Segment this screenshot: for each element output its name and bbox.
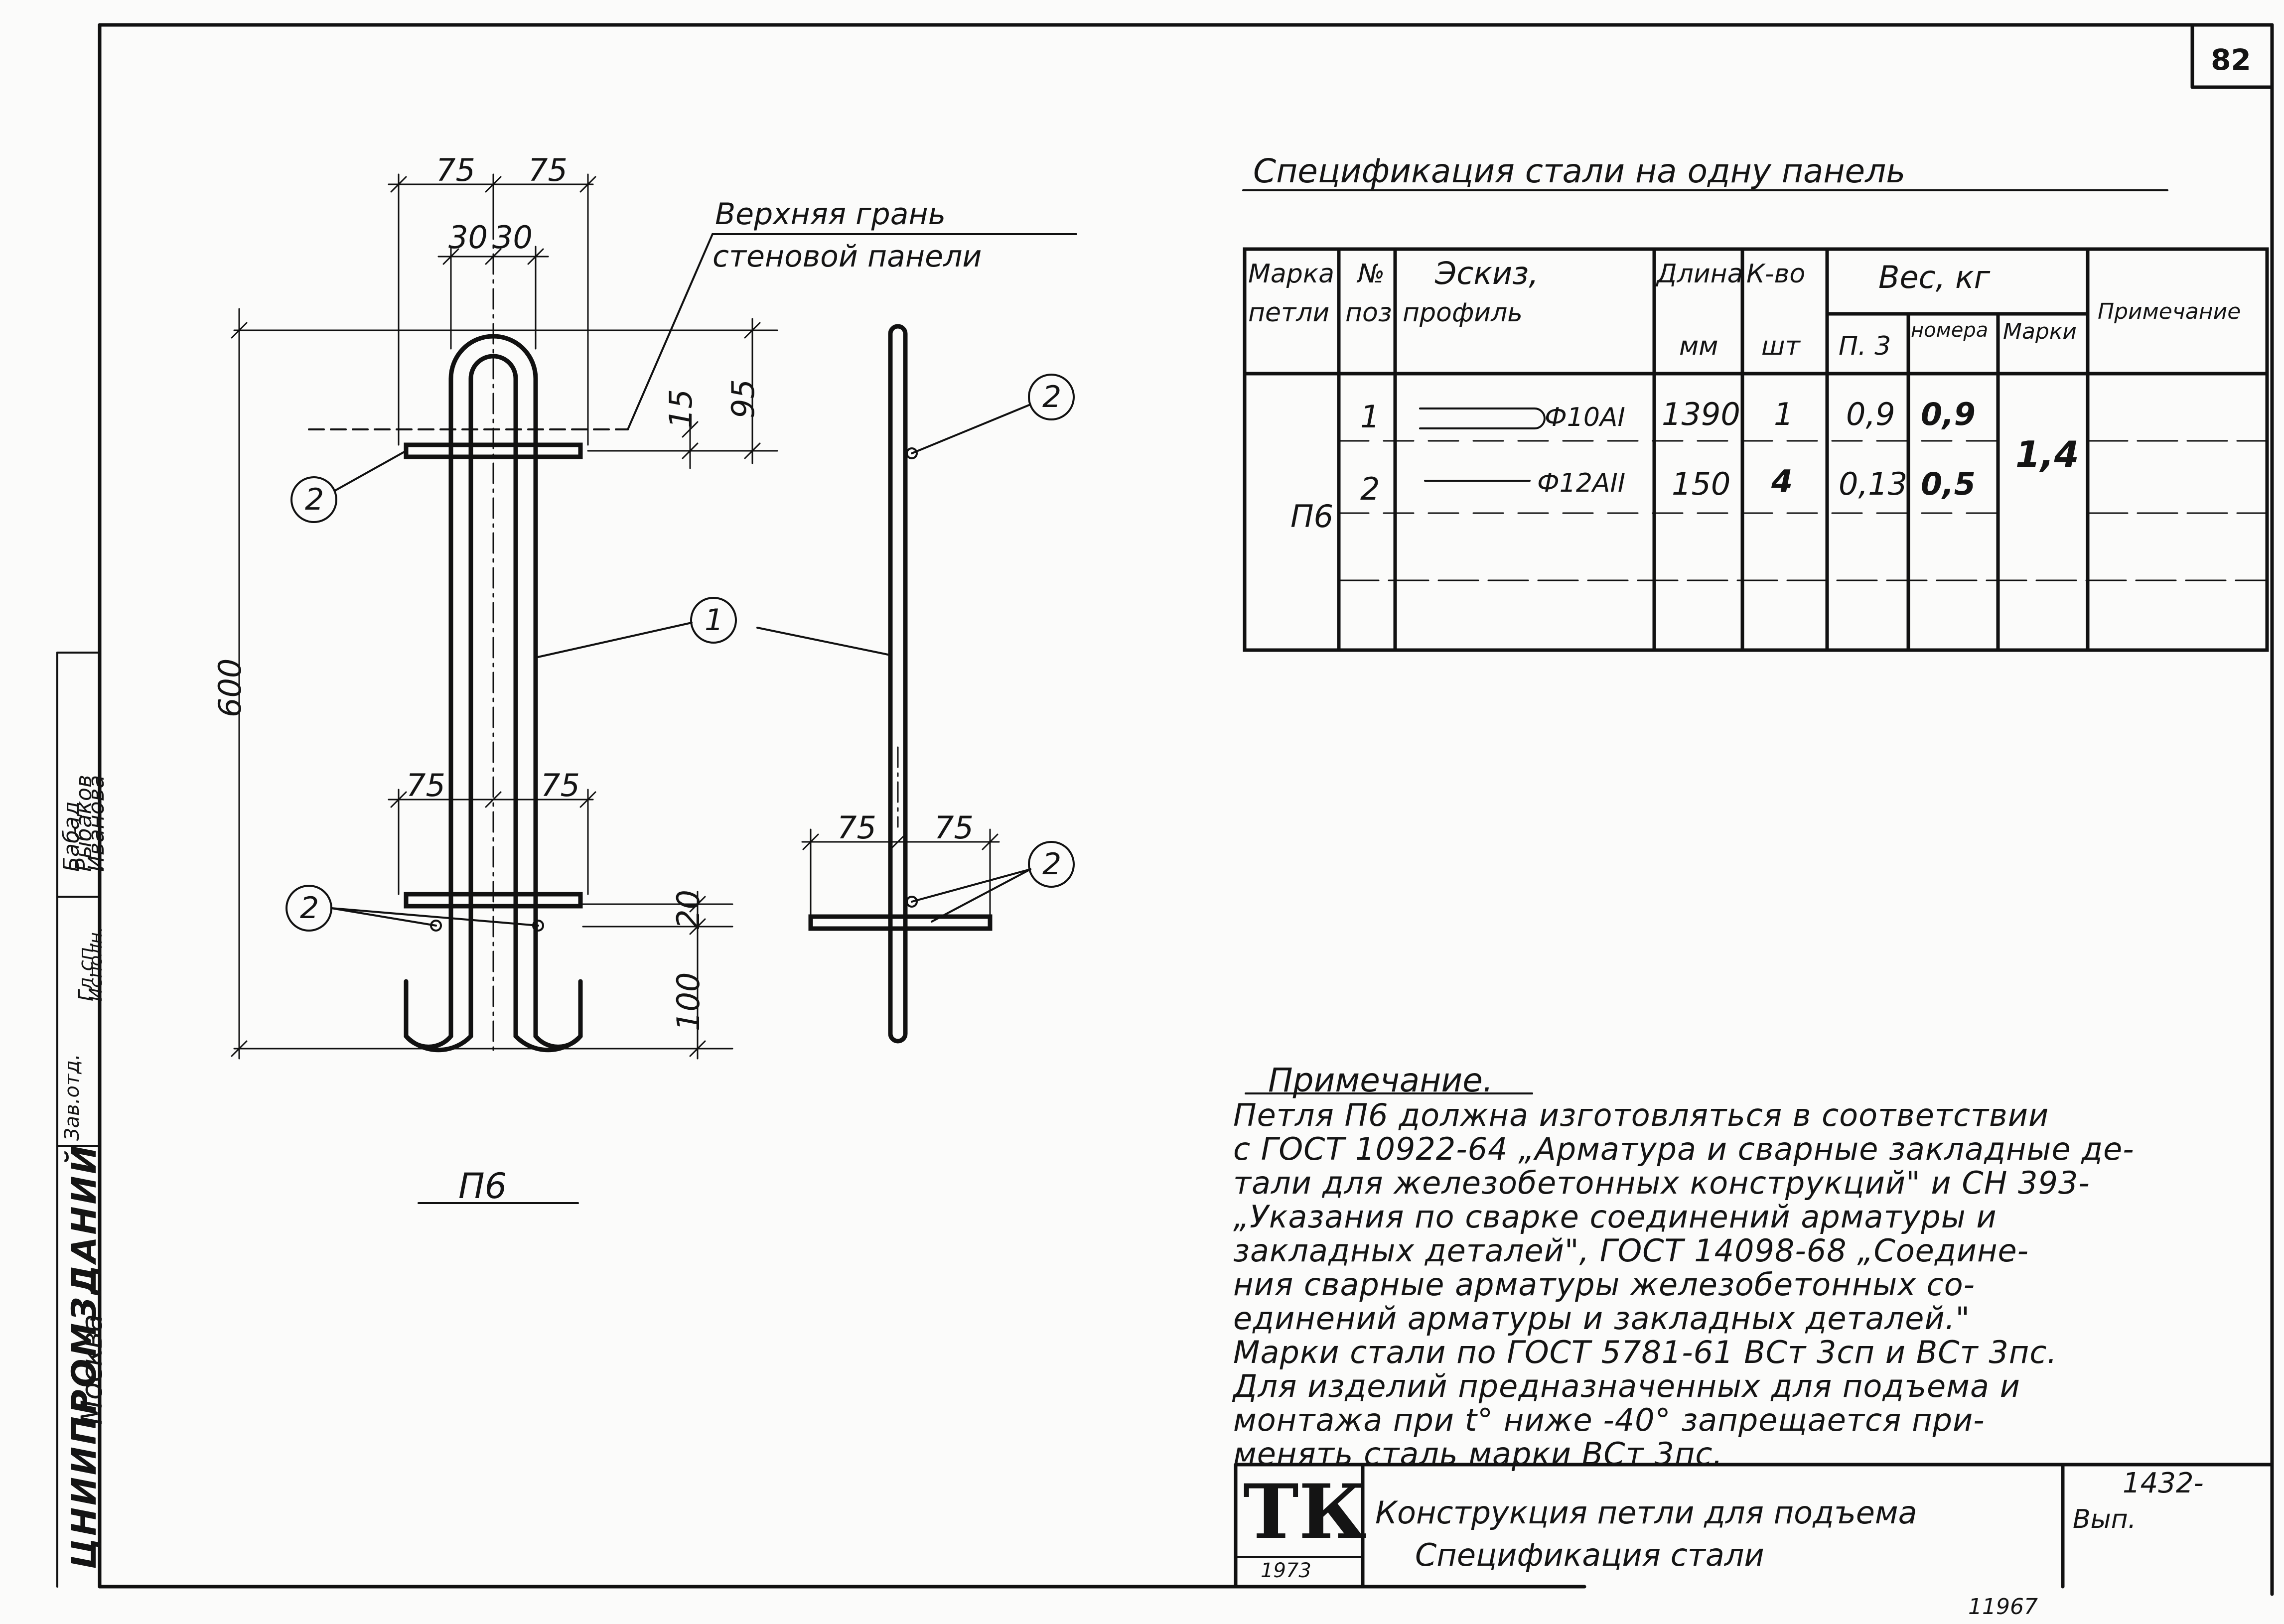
th-kvo: К-во — [1746, 259, 1806, 289]
dim-20: 20 — [670, 890, 707, 929]
bottom-number: 11967 — [1968, 1594, 2038, 1620]
note-line: Для изделий предназначенных для подъема … — [1233, 1368, 2020, 1404]
stamp-name3: Иванова — [84, 775, 109, 872]
title-code: 1432- — [2123, 1467, 2204, 1499]
title-code2: Вып. — [2073, 1504, 2137, 1534]
th-p3: П. 3 — [1839, 331, 1891, 361]
row2-kvo: 4 — [1771, 463, 1793, 500]
th-sht: шт — [1761, 331, 1800, 361]
dim-side-75-right: 75 — [934, 810, 974, 846]
th-marka: Марка — [1248, 259, 1335, 289]
row1-p3: 0,9 — [1846, 396, 1895, 432]
row2-nomera: 0,5 — [1921, 466, 1976, 502]
row2-p3: 0,13 — [1839, 466, 1908, 502]
top-face-label-1: Верхняя грань — [715, 197, 946, 232]
note-line: ния сварные арматуры железобетонных со- — [1233, 1266, 1976, 1303]
dim-100: 100 — [670, 972, 707, 1031]
row1-poz: 1 — [1360, 399, 1380, 435]
callout-2-upper-left: 2 — [305, 482, 324, 517]
row1-kvo: 1 — [1774, 396, 1794, 432]
callout-1-center: 1 — [705, 603, 724, 638]
note-body: Петля П6 должна изготовляться в соответс… — [1233, 1098, 2260, 1471]
note-line: Петля П6 должна изготовляться в соответс… — [1233, 1097, 2049, 1133]
note-line: с ГОСТ 10922-64 „Арматура и сварные закл… — [1233, 1131, 2135, 1167]
dim-side-75-left: 75 — [837, 810, 876, 846]
th-primech: Примечание — [2098, 299, 2241, 324]
callout-2-side-lower: 2 — [1042, 847, 1062, 882]
marka-value: П6 — [1290, 498, 1334, 535]
title-line1: Конструкция петли для подъема — [1375, 1494, 1917, 1531]
dim-15: 15 — [663, 389, 699, 428]
th-nomera: номера — [1911, 319, 1989, 342]
dim-top-75-right: 75 — [528, 152, 568, 188]
dim-95: 95 — [725, 379, 761, 418]
th-mm: мм — [1679, 331, 1718, 361]
note-line: тали для железобетонных конструкций" и С… — [1233, 1165, 2090, 1201]
dim-top-75-left: 75 — [436, 152, 475, 188]
note-line: единений арматуры и закладных деталей." — [1233, 1300, 1970, 1337]
dim-top-30-right: 30 — [493, 219, 533, 256]
row2-dlina: 150 — [1672, 466, 1731, 502]
note-line: „Указания по сварке соединений арматуры … — [1233, 1199, 1997, 1235]
callout-2-lower-left: 2 — [300, 891, 319, 926]
right-hook-inner — [513, 1024, 583, 1053]
drawing-label: П6 — [458, 1166, 507, 1207]
th-no: № — [1358, 259, 1385, 289]
callout-2-side-upper: 2 — [1042, 380, 1062, 414]
side-bar — [808, 914, 993, 931]
th-marki: Марки — [2003, 319, 2077, 344]
th-poz: поз — [1345, 298, 1392, 328]
dim-600: 600 — [212, 658, 248, 717]
th-petli: петли — [1248, 298, 1330, 328]
row1-dlina: 1390 — [1662, 396, 1740, 432]
dim-low-75-right: 75 — [541, 767, 580, 804]
loop-inner — [468, 354, 518, 1029]
title-logo: ТК — [1243, 1468, 1367, 1556]
left-hook-inner — [404, 1024, 473, 1053]
dim-low-75-left: 75 — [406, 767, 445, 804]
left-hook-outer — [404, 979, 453, 1049]
note-line: менять сталь марки ВСт 3пс. — [1233, 1436, 1723, 1472]
title-line2: Спецификация стали — [1415, 1537, 1764, 1573]
row2-profil: Ф12АII — [1537, 468, 1626, 498]
marki-value: 1,4 — [2015, 433, 2079, 475]
row2-poz: 2 — [1360, 471, 1380, 507]
row1-nomera: 0,9 — [1921, 396, 1976, 432]
dim-top-30-left: 30 — [448, 219, 488, 256]
th-eskiz: Эскиз, — [1435, 255, 1539, 291]
th-ves: Вес, кг — [1878, 259, 1991, 295]
top-face-label-2: стеновой панели — [713, 239, 982, 274]
page-number: 82 — [2211, 43, 2251, 77]
th-dlina: Длина — [1657, 259, 1743, 289]
stamp-city: Москва — [75, 1314, 109, 1425]
note-line: Марки стали по ГОСТ 5781-61 ВСт 3сп и ВС… — [1233, 1334, 2058, 1370]
right-hook-outer — [533, 979, 583, 1049]
side-rod — [888, 324, 908, 1044]
th-profil: профиль — [1403, 298, 1523, 328]
stamp-role3: Исполн. — [86, 926, 106, 1001]
spec-title: Спецификация стали на одну панель — [1253, 152, 1906, 190]
note-line: закладных деталей", ГОСТ 14098-68 „Соеди… — [1233, 1232, 2029, 1269]
stamp-role1: Зав.отд. — [61, 1054, 84, 1141]
note-line: монтажа при t° ниже -40° запрещается при… — [1233, 1402, 1985, 1438]
row1-profil: Ф10АI — [1545, 403, 1625, 432]
note-title: Примечание. — [1268, 1061, 1493, 1099]
title-year: 1973 — [1261, 1559, 1311, 1582]
